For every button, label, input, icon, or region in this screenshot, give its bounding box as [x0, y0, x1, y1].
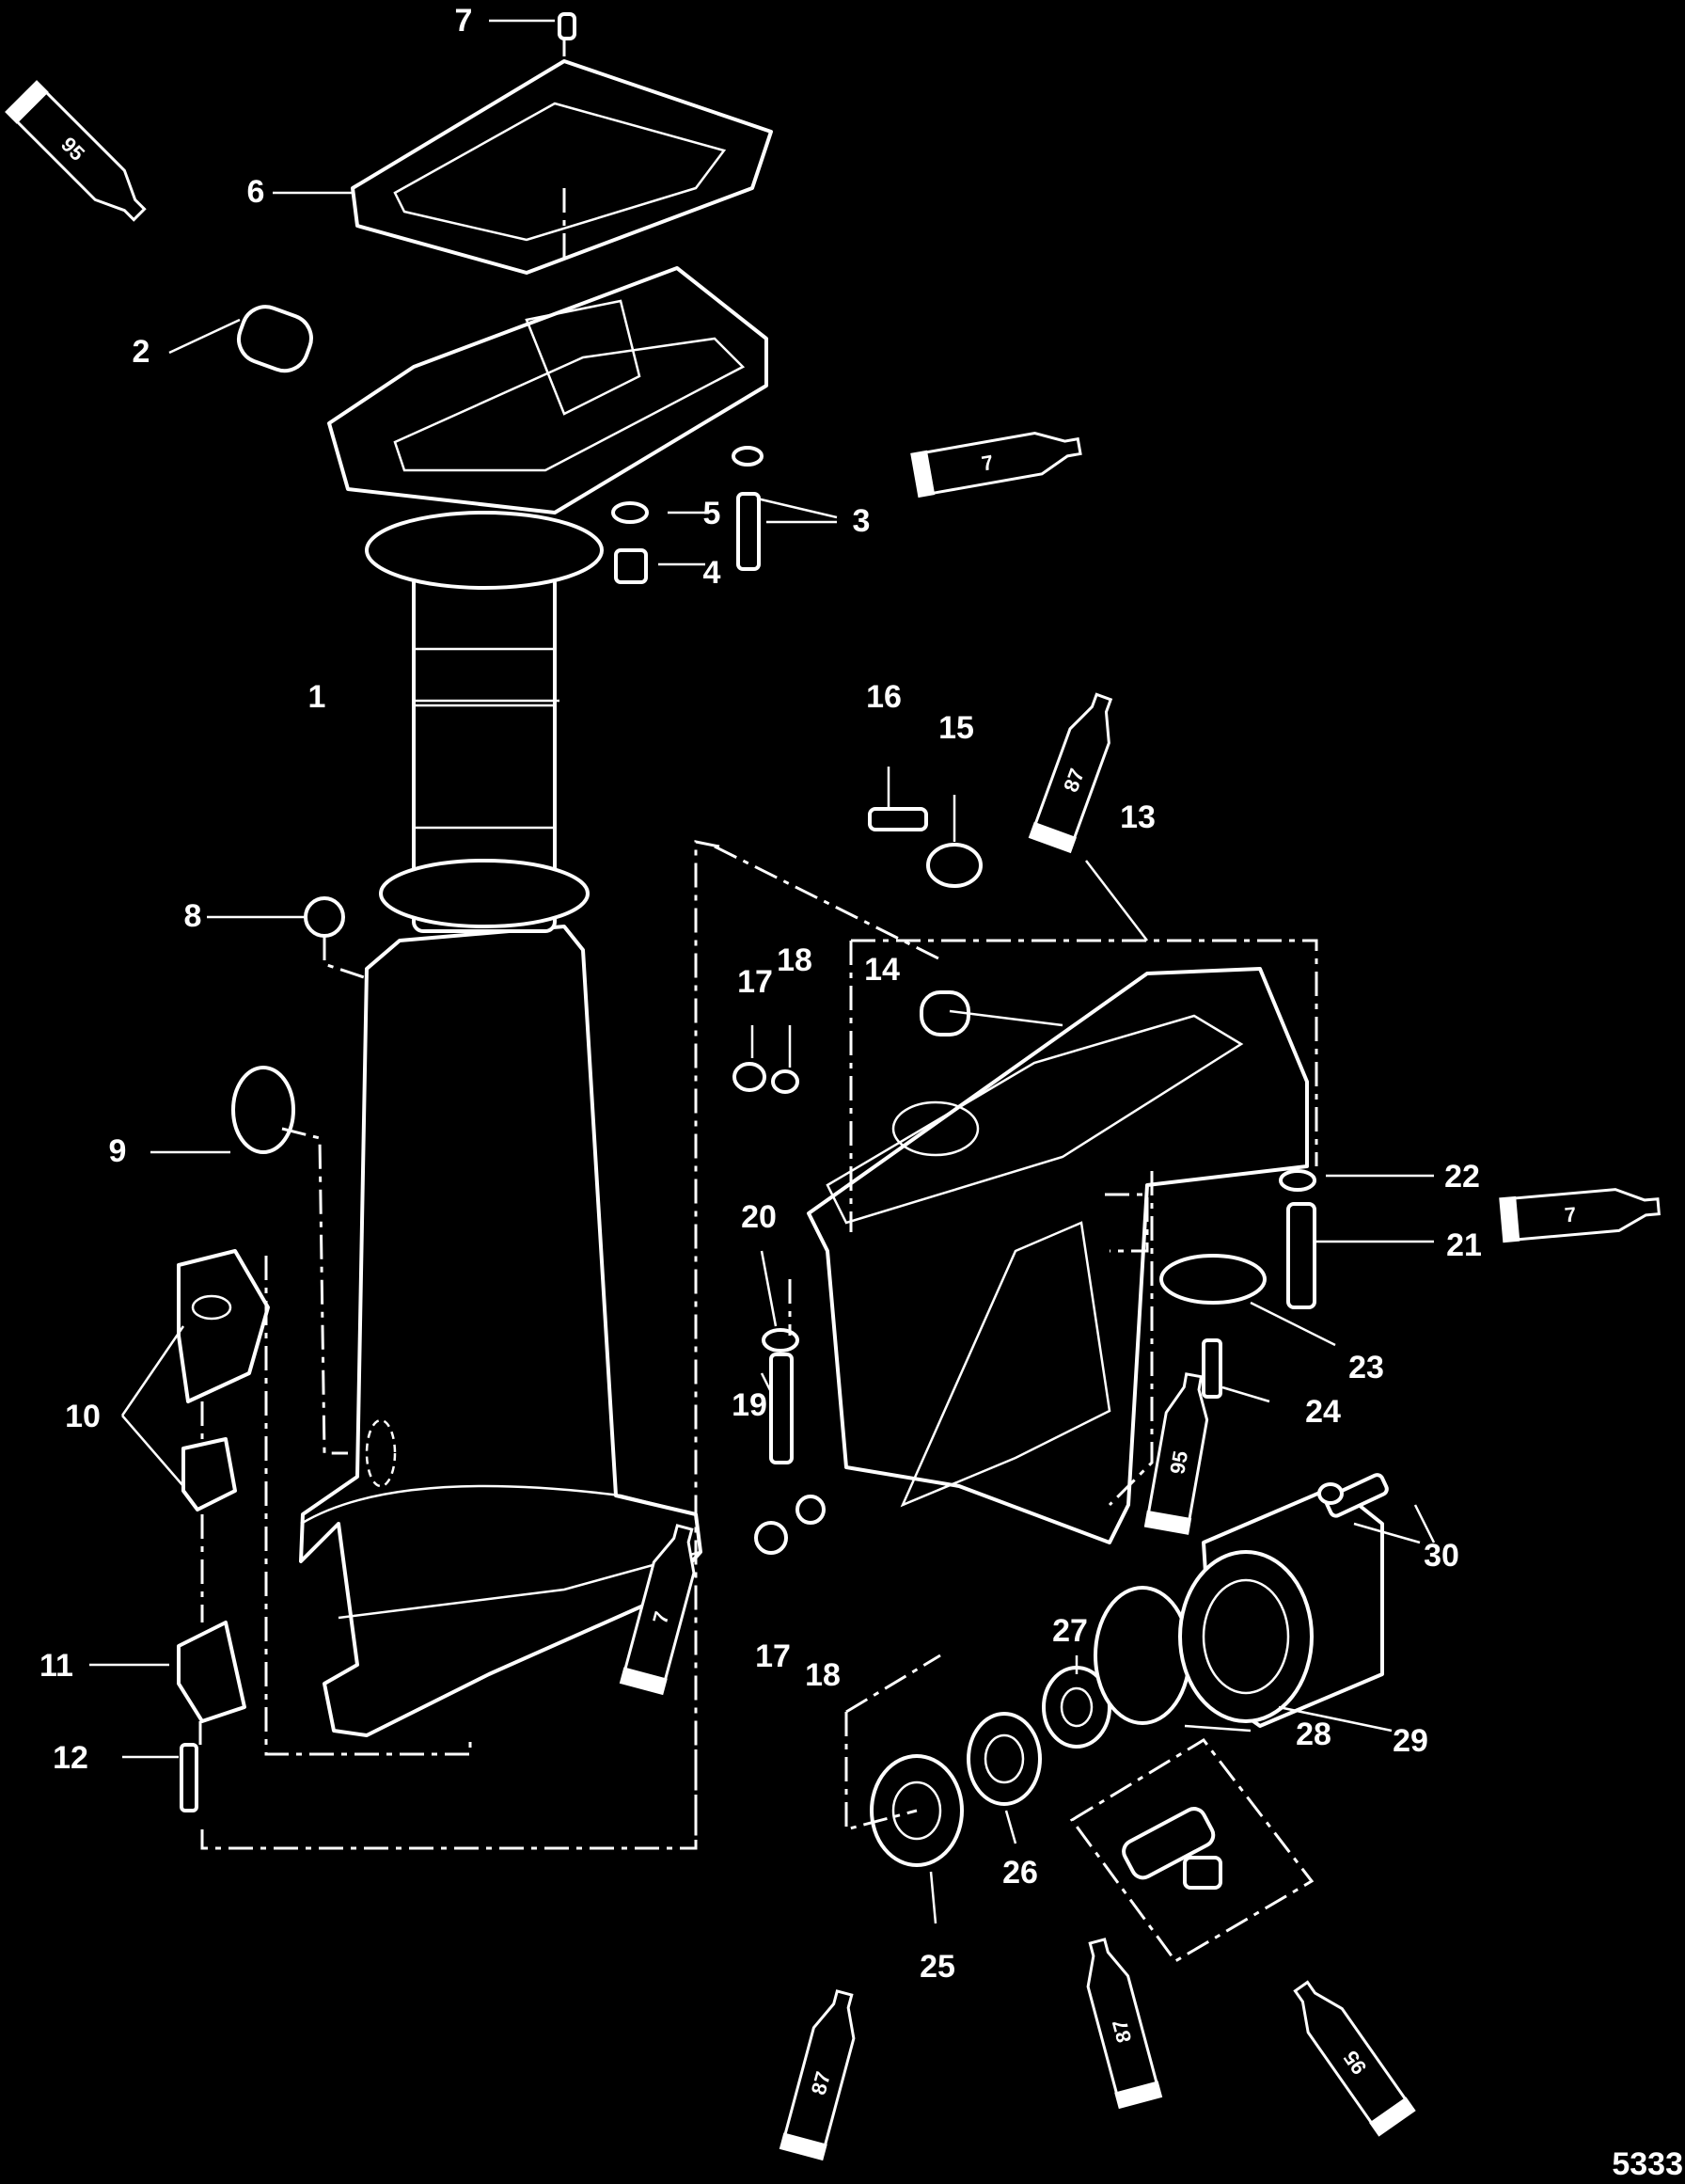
- callout-29: 29: [1393, 1723, 1428, 1759]
- oring-28: [1094, 1586, 1191, 1725]
- callout-22: 22: [1444, 1159, 1480, 1195]
- anode-23: [1159, 1254, 1267, 1305]
- assembly-lines: [198, 38, 1318, 1850]
- lubricant-tube-t-right-21: 7: [1499, 1188, 1661, 1243]
- tube-crimp: [910, 450, 936, 499]
- callout-18a: 18: [777, 942, 812, 978]
- callout-2: 2: [133, 334, 150, 370]
- screw-16: [868, 807, 928, 831]
- callout-21: 21: [1446, 1227, 1482, 1263]
- tube-crimp: [1499, 1195, 1520, 1243]
- callout-1: 1: [308, 679, 326, 715]
- lubricant-tube-t-bottom-25: 87: [779, 1989, 856, 2161]
- lubricant-tube-t-right-3: 7: [910, 431, 1082, 499]
- callout-12: 12: [53, 1740, 88, 1776]
- gear-housing: [807, 967, 1309, 1544]
- callout-3: 3: [853, 503, 871, 539]
- callout-11: 11: [39, 1648, 73, 1684]
- tube-body: [1293, 1980, 1409, 2128]
- callout-6: 6: [247, 174, 265, 210]
- plug-8: [304, 896, 345, 938]
- callout-23: 23: [1348, 1350, 1384, 1385]
- washer-30: [1317, 1482, 1344, 1505]
- washer-18a: [771, 1069, 799, 1094]
- washer-18b: [795, 1495, 826, 1525]
- screw-30: [1324, 1473, 1389, 1518]
- nut-4: [614, 548, 648, 584]
- tube-label: 7: [1564, 1202, 1577, 1227]
- tube-body: [1146, 1372, 1209, 1524]
- callout-20: 20: [741, 1199, 777, 1235]
- tube-body: [1032, 692, 1113, 843]
- dowel-pin: [558, 12, 576, 40]
- callout-7: 7: [455, 3, 473, 39]
- tube-crimp: [619, 1667, 668, 1696]
- tube-crimp: [779, 2132, 827, 2161]
- seal-15: [926, 843, 983, 888]
- driveshaft-housing: [299, 266, 768, 1737]
- figure-reference-number: 5333: [1612, 2146, 1683, 2182]
- callout-8: 8: [184, 898, 202, 934]
- screw-24: [1202, 1338, 1222, 1399]
- detail-box: [1069, 1738, 1315, 1963]
- tube-body: [1510, 1188, 1661, 1242]
- tube-crimp: [1369, 2097, 1416, 2137]
- callout-17a: 17: [737, 964, 773, 1000]
- lubricant-tube-t-center-87: 87: [1028, 692, 1113, 854]
- callout-16: 16: [866, 679, 902, 715]
- bolt-21: [1286, 1202, 1316, 1309]
- callout-17b: 17: [755, 1638, 791, 1674]
- callout-5: 5: [703, 496, 721, 531]
- callout-26: 26: [1002, 1855, 1038, 1891]
- gasket: [351, 59, 773, 275]
- lubricant-tube-t-top-left: 95: [5, 80, 147, 222]
- tube-crimp: [5, 80, 49, 124]
- callout-13: 13: [1120, 799, 1156, 835]
- callout-14: 14: [864, 952, 900, 988]
- sleeve: [237, 305, 313, 373]
- tube-crimp: [1143, 1510, 1192, 1535]
- callout-25: 25: [920, 1949, 955, 1985]
- washer-20: [762, 1328, 799, 1353]
- lubricant-tube-t-bottom-left-7: 7: [619, 1524, 696, 1696]
- callout-24: 24: [1305, 1394, 1341, 1430]
- leader-lines: [89, 19, 1436, 1924]
- callout-4: 4: [703, 555, 721, 591]
- callout-28: 28: [1296, 1717, 1331, 1752]
- plug-17a: [732, 1062, 766, 1092]
- lubricant-tube-t-center-95: 95: [1143, 1372, 1209, 1535]
- tube-body: [782, 1989, 856, 2149]
- tube-body: [921, 431, 1082, 496]
- washer-22: [1279, 1169, 1316, 1192]
- bearing-26: [967, 1712, 1042, 1806]
- callout-19: 19: [732, 1387, 767, 1423]
- callouts: 7 6 2 5 3 4 1 16 15 13 8 18 14 17 9 22 2…: [39, 3, 1482, 1985]
- washer-5: [611, 501, 649, 524]
- tube-body: [1086, 1938, 1159, 2097]
- tube-crimp: [1114, 2081, 1163, 2110]
- stud-19: [769, 1353, 794, 1464]
- callout-15: 15: [938, 710, 974, 746]
- lubricant-tube-t-bottom-26: 87: [1086, 1938, 1163, 2110]
- plug-17b: [754, 1521, 788, 1555]
- tube-crimp: [1028, 821, 1077, 854]
- tube-label: 7: [980, 451, 995, 476]
- callout-18b: 18: [805, 1657, 841, 1693]
- grommet-9: [231, 1066, 295, 1154]
- tube-body: [622, 1524, 696, 1684]
- callout-10: 10: [65, 1399, 101, 1434]
- lubricant-tube-t-bottom-right: 95: [1293, 1980, 1416, 2137]
- callout-30: 30: [1424, 1538, 1459, 1574]
- washer-3: [732, 446, 764, 467]
- mount-bracket: [177, 1249, 270, 1812]
- tube-label: 95: [1165, 1449, 1192, 1476]
- tube-body: [13, 88, 147, 222]
- bearing-carrier-29: [1178, 1484, 1384, 1728]
- callout-27: 27: [1052, 1613, 1088, 1649]
- stud-3: [736, 492, 761, 571]
- callout-9: 9: [109, 1133, 127, 1169]
